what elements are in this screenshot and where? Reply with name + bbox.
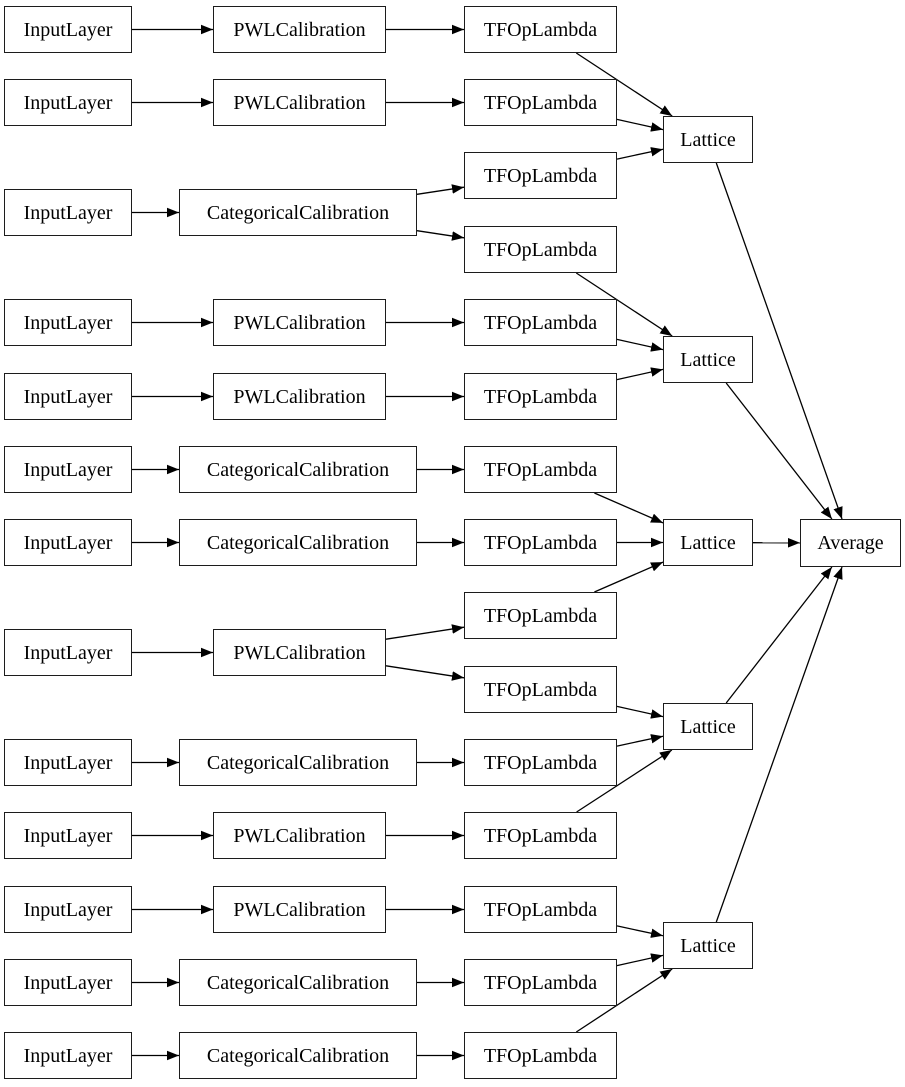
edge-l3a-to-L1 bbox=[616, 147, 664, 160]
inputlayer-node-i8: InputLayer bbox=[4, 629, 132, 676]
tfoplambda-node-l6: TFOpLambda bbox=[464, 446, 617, 493]
edge-c8-to-l8a bbox=[385, 624, 465, 640]
edge-c3-to-l3b bbox=[416, 230, 465, 241]
inputlayer-node-i1: InputLayer bbox=[4, 6, 132, 53]
tfoplambda-node-l12: TFOpLambda bbox=[464, 959, 617, 1006]
edge-l8b-to-L4 bbox=[616, 705, 664, 719]
lattice-node-L2: Lattice bbox=[663, 336, 753, 383]
tfoplambda-node-l13: TFOpLambda bbox=[464, 1032, 617, 1079]
pwlcalibration-node-c4: PWLCalibration bbox=[213, 299, 386, 346]
tfoplambda-node-l11: TFOpLambda bbox=[464, 886, 617, 933]
inputlayer-node-i4: InputLayer bbox=[4, 299, 132, 346]
inputlayer-node-i11: InputLayer bbox=[4, 886, 132, 933]
categoricalcalibration-node-c12: CategoricalCalibration bbox=[179, 959, 417, 1006]
tfoplambda-node-l8b: TFOpLambda bbox=[464, 666, 617, 713]
edge-l4-to-L2 bbox=[616, 338, 664, 352]
lattice-node-L4: Lattice bbox=[663, 703, 753, 750]
inputlayer-node-i7: InputLayer bbox=[4, 519, 132, 566]
tfoplambda-node-l2: TFOpLambda bbox=[464, 79, 617, 126]
pwlcalibration-node-c5: PWLCalibration bbox=[213, 373, 386, 420]
edge-c8-to-l8b bbox=[385, 665, 465, 681]
edge-l8a-to-L3 bbox=[594, 561, 664, 593]
lattice-node-L3: Lattice bbox=[663, 519, 753, 566]
inputlayer-node-i10: InputLayer bbox=[4, 812, 132, 859]
tfoplambda-node-l7: TFOpLambda bbox=[464, 519, 617, 566]
lattice-node-L1: Lattice bbox=[663, 116, 753, 163]
categoricalcalibration-node-c6: CategoricalCalibration bbox=[179, 446, 417, 493]
tfoplambda-node-l4: TFOpLambda bbox=[464, 299, 617, 346]
tfoplambda-node-l3a: TFOpLambda bbox=[464, 152, 617, 199]
lattice-node-L5: Lattice bbox=[663, 922, 753, 969]
pwlcalibration-node-c11: PWLCalibration bbox=[213, 886, 386, 933]
inputlayer-node-i3: InputLayer bbox=[4, 189, 132, 236]
tfoplambda-node-l10: TFOpLambda bbox=[464, 812, 617, 859]
edge-c3-to-l3a bbox=[416, 184, 465, 195]
tfoplambda-node-l5: TFOpLambda bbox=[464, 373, 617, 420]
inputlayer-node-i13: InputLayer bbox=[4, 1032, 132, 1079]
average-node-avg: Average bbox=[800, 519, 901, 567]
pwlcalibration-node-c8: PWLCalibration bbox=[213, 629, 386, 676]
pwlcalibration-node-c2: PWLCalibration bbox=[213, 79, 386, 126]
categoricalcalibration-node-c13: CategoricalCalibration bbox=[179, 1032, 417, 1079]
edge-l9-to-L4 bbox=[616, 734, 664, 747]
edge-l5-to-L2 bbox=[616, 367, 664, 381]
inputlayer-node-i12: InputLayer bbox=[4, 959, 132, 1006]
inputlayer-node-i5: InputLayer bbox=[4, 373, 132, 420]
inputlayer-node-i2: InputLayer bbox=[4, 79, 132, 126]
categoricalcalibration-node-c9: CategoricalCalibration bbox=[179, 739, 417, 786]
categoricalcalibration-node-c3: CategoricalCalibration bbox=[179, 189, 417, 236]
inputlayer-node-i6: InputLayer bbox=[4, 446, 132, 493]
edge-L2-to-avg bbox=[725, 382, 833, 520]
inputlayer-node-i9: InputLayer bbox=[4, 739, 132, 786]
tfoplambda-node-l1: TFOpLambda bbox=[464, 6, 617, 53]
pwlcalibration-node-c1: PWLCalibration bbox=[213, 6, 386, 53]
edge-l11-to-L5 bbox=[616, 925, 664, 938]
edge-L4-to-avg bbox=[725, 566, 833, 704]
edge-l2-to-L1 bbox=[616, 118, 664, 132]
tfoplambda-node-l8a: TFOpLambda bbox=[464, 592, 617, 639]
pwlcalibration-node-c10: PWLCalibration bbox=[213, 812, 386, 859]
edge-l12-to-L5 bbox=[616, 953, 664, 967]
tfoplambda-node-l3b: TFOpLambda bbox=[464, 226, 617, 273]
tfoplambda-node-l9: TFOpLambda bbox=[464, 739, 617, 786]
categoricalcalibration-node-c7: CategoricalCalibration bbox=[179, 519, 417, 566]
